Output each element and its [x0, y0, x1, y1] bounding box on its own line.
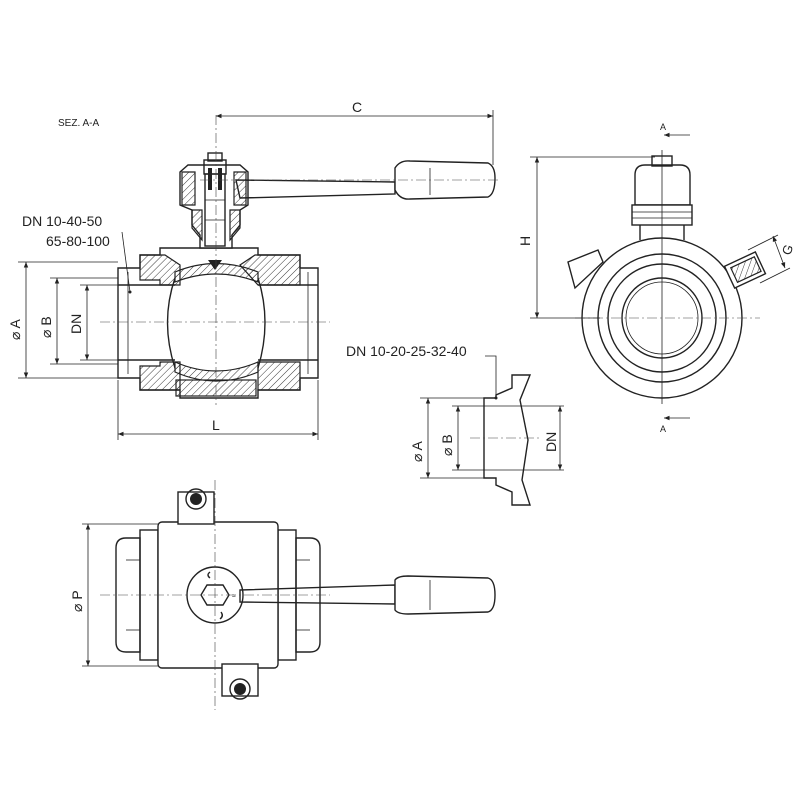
- stem-tongue: [208, 260, 222, 270]
- body-wall-right-bottom: [257, 361, 301, 391]
- body-wall-left-bottom: [139, 361, 181, 391]
- dimension-a-small-label: ⌀ A: [409, 440, 425, 462]
- detail-leader-line: [485, 355, 497, 398]
- port-thread: [190, 493, 202, 505]
- port-thread: [729, 256, 762, 284]
- ball-left-edge: [166, 277, 176, 369]
- dn-sizes-line1: DN 10-40-50: [22, 213, 102, 229]
- side-port-right: [723, 251, 767, 289]
- port-thread: [234, 683, 246, 695]
- ball-right-edge: [257, 277, 266, 369]
- side-view: G A A H: [517, 122, 796, 434]
- mark-o: [219, 611, 223, 620]
- top-view: ≈ ⌀ P: [69, 480, 496, 710]
- side-port-left: [567, 249, 604, 290]
- dimension-dn-label: DN: [68, 314, 84, 334]
- dimension-g-label: G: [779, 242, 797, 257]
- stem: [204, 173, 226, 247]
- bonnet-wall-left: [181, 171, 196, 206]
- stem-top: [207, 152, 223, 162]
- dimension-dn-small-label: DN: [543, 432, 559, 452]
- end-detail-view: DN 10-20-25-32-40 ⌀ A ⌀ B DN: [346, 343, 564, 506]
- top-lever-grip: [394, 575, 496, 615]
- dimension-b-small-label: ⌀ B: [439, 434, 455, 456]
- section-view: SEZ. A-A: [7, 99, 500, 440]
- stem-hex-nut: [200, 584, 230, 606]
- stem-key: [218, 168, 222, 190]
- body-wall-left-top: [139, 254, 181, 286]
- detail-ferrule: [483, 374, 532, 506]
- dimension-p-label: ⌀ P: [69, 590, 85, 612]
- side-bonnet: [634, 164, 691, 206]
- port-bore: [229, 678, 251, 700]
- dn-sizes-detail: DN 10-20-25-32-40: [346, 343, 467, 359]
- lever-arm: [235, 179, 396, 199]
- section-mark-top: A: [660, 122, 666, 132]
- dimension-b-label: ⌀ B: [38, 316, 54, 338]
- ball-bottom-section: [174, 361, 259, 382]
- port-bore: [185, 488, 207, 510]
- gland-right: [229, 209, 241, 242]
- dn-leader-line: [121, 231, 131, 293]
- dimension-c-label: C: [352, 99, 362, 115]
- dn-sizes-line2: 65-80-100: [46, 233, 110, 249]
- bonnet-wall-right: [233, 171, 247, 206]
- extension-line: [759, 267, 791, 284]
- stem-key: [208, 168, 212, 190]
- mark-symbol: ≈: [232, 593, 236, 600]
- dimension-l-label: L: [212, 417, 220, 433]
- section-mark-bottom: A: [660, 424, 666, 434]
- section-title: SEZ. A-A: [58, 118, 99, 129]
- side-neck: [639, 225, 685, 240]
- gland-left: [191, 209, 203, 242]
- ball-top-section: [174, 262, 259, 283]
- dimension-a-label: ⌀ A: [7, 318, 23, 340]
- dimension-h-label: H: [517, 236, 533, 246]
- dimension-g-line: [772, 235, 786, 269]
- lever-grip: [394, 160, 496, 200]
- leader-dot: [128, 290, 132, 294]
- mark-c: [207, 571, 211, 579]
